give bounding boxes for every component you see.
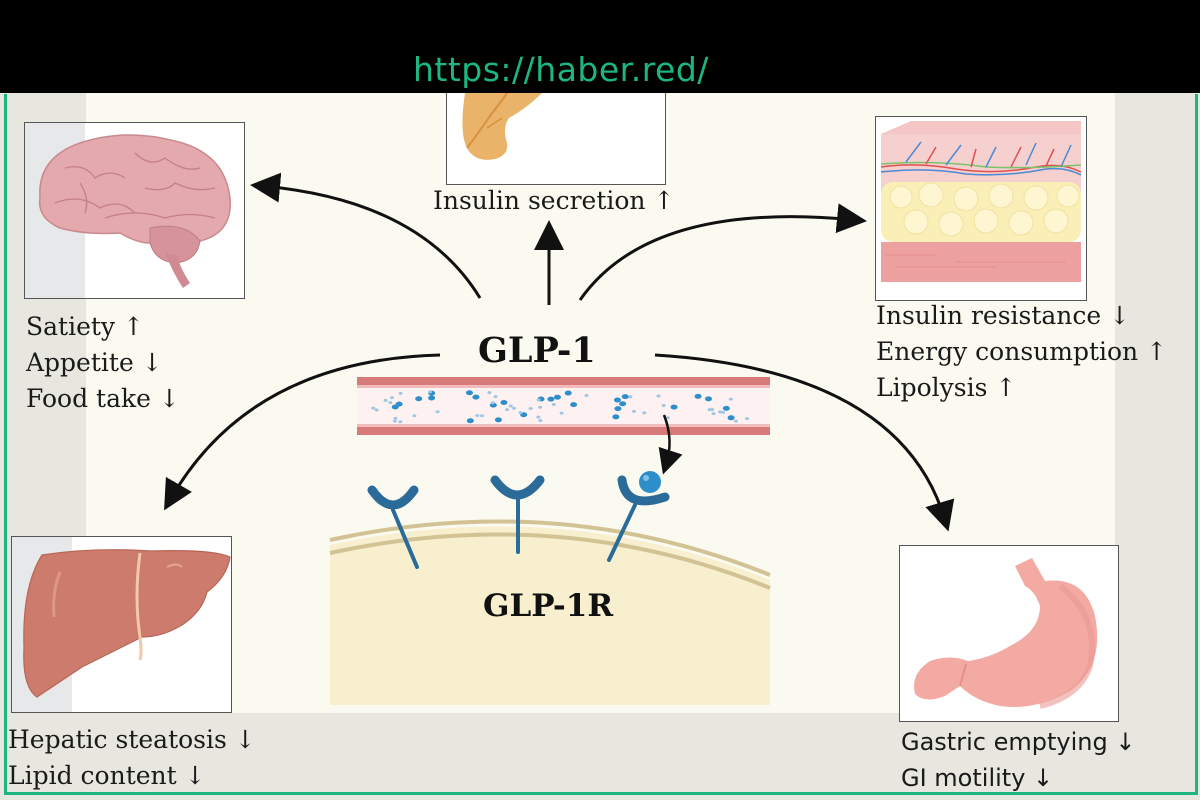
url-link[interactable]: https://haber.red/ — [413, 50, 709, 89]
stomach-icon — [914, 558, 1098, 709]
stomach-effect-0: Gastric emptying ↓ — [901, 728, 1136, 756]
adipose-tissue-icon — [880, 121, 1082, 282]
glp1r-label: GLP-1R — [483, 588, 614, 624]
liver-effect-0: Hepatic steatosis ↓ — [8, 725, 256, 754]
adipose-effect-2: Lipolysis ↑ — [876, 373, 1017, 402]
stomach-effect-1: GI motility ↓ — [901, 764, 1054, 792]
adipose-effect-0: Insulin resistance ↓ — [876, 301, 1131, 330]
pancreas-icon — [462, 93, 542, 160]
pancreas-image-box — [446, 93, 666, 185]
glp1-label: GLP-1 — [478, 330, 596, 371]
brain-effect-2: Food take ↓ — [26, 384, 180, 413]
bottom-panel-shade — [0, 713, 1200, 800]
adipose-image-box — [875, 116, 1087, 301]
brain-icon — [38, 134, 231, 288]
adipose-effect-1: Energy consumption ↑ — [876, 337, 1168, 366]
right-panel-shade — [1115, 93, 1200, 713]
liver-effect-1: Lipid content ↓ — [8, 761, 206, 790]
stomach-image-box — [899, 545, 1119, 722]
brain-image-box — [24, 122, 245, 299]
top-banner: https://haber.red/ — [0, 0, 1200, 93]
brain-effect-1: Appetite ↓ — [26, 348, 163, 377]
liver-icon — [23, 549, 231, 698]
brain-effect-0: Satiety ↑ — [26, 312, 144, 341]
liver-image-box — [11, 536, 232, 713]
pancreas-effect-0: Insulin secretion ↑ — [433, 186, 675, 215]
